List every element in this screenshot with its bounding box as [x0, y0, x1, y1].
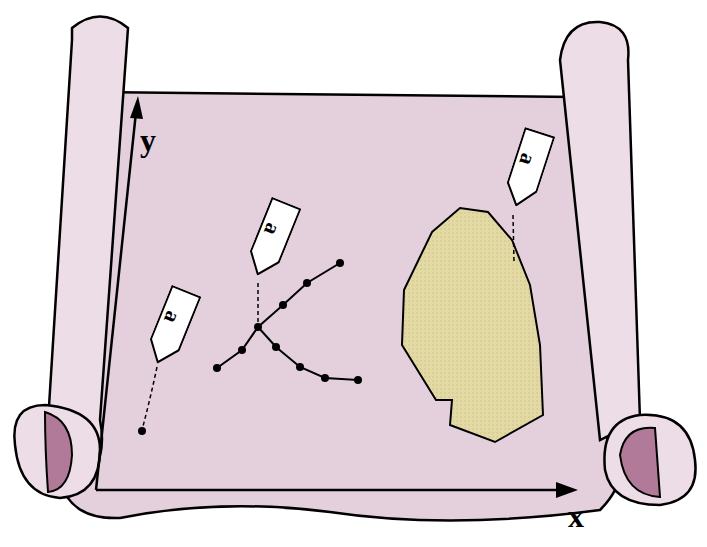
axis-label: y: [140, 124, 156, 156]
axis-label: x: [568, 500, 584, 532]
